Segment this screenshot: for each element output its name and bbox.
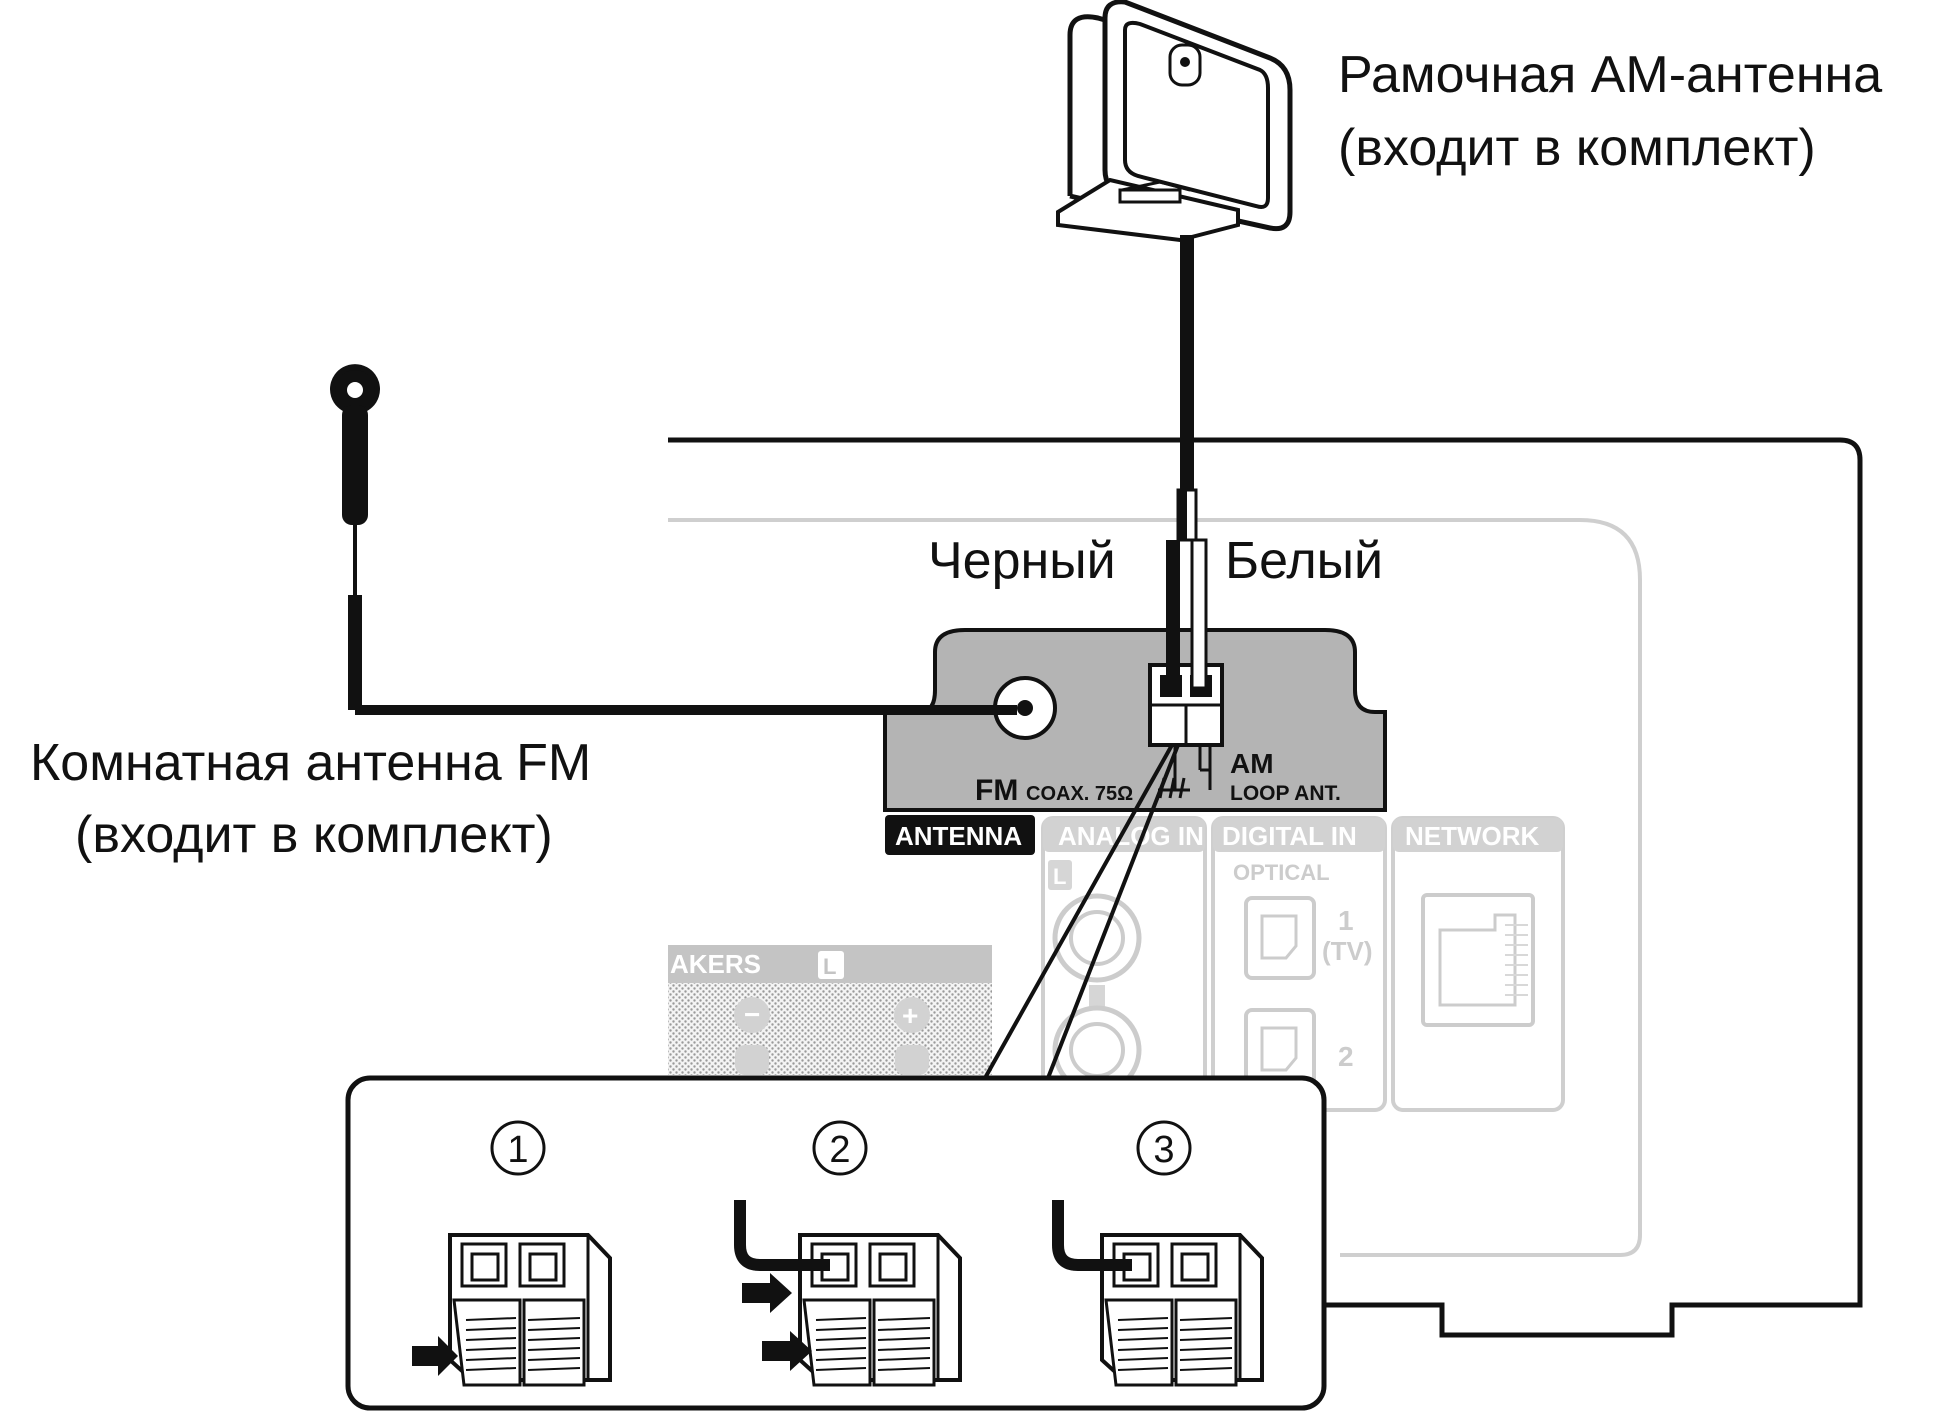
analog-in-label: ANALOG IN [1058, 821, 1204, 851]
step-3-wire [1052, 1200, 1132, 1271]
analog-l-label: L [1053, 864, 1066, 889]
am-loop-antenna [1056, 0, 1293, 690]
speakers-l-label: L [823, 954, 836, 979]
callout-lines [983, 744, 1180, 1079]
fm-label: FM [975, 774, 1018, 807]
step-1-number: 1 [507, 1129, 528, 1171]
fm-antenna [330, 364, 1017, 715]
step-2-push-arrow [762, 1331, 812, 1371]
step-3-number: 3 [1153, 1129, 1174, 1171]
step-2-number: 2 [829, 1129, 850, 1171]
optical-2-label: 2 [1338, 1041, 1354, 1072]
white-wire-label: Белый [1225, 532, 1383, 590]
step-2-insert-arrow [742, 1273, 792, 1313]
fm-antenna-label-line2: (входит в комплект) [75, 806, 553, 864]
rca-jack-top [1052, 893, 1142, 983]
optical-tv-label: (TV) [1322, 936, 1373, 966]
network-section: NETWORK [1391, 816, 1565, 1112]
am-label: AM [1230, 748, 1274, 779]
network-label: NETWORK [1405, 821, 1540, 851]
step-2: 2 [734, 1120, 962, 1387]
optical-label: OPTICAL [1233, 860, 1330, 885]
fm-coax-label: COAX. 75Ω [1026, 783, 1133, 805]
ethernet-port [1421, 893, 1535, 1027]
step-1-push-arrow [412, 1336, 458, 1376]
step-2-wire [734, 1200, 830, 1271]
antenna-panel: FM COAX. 75Ω AM LOOP ANT. ANTENNA [883, 628, 1387, 855]
step-2-terminal [798, 1233, 962, 1387]
am-loop-label: LOOP ANT. [1230, 782, 1341, 805]
am-antenna-label-line1: Рамочная АМ-антенна [1338, 46, 1882, 104]
digital-in-section: DIGITAL IN OPTICAL 1 (TV) 2 [1211, 816, 1387, 1112]
fm-antenna-label-line1: Комнатная антенна FM [30, 734, 591, 792]
speakers-label: AKERS [670, 949, 761, 979]
steps-box: 1 [345, 1075, 1327, 1411]
speaker-terminals-section: AKERS L − + [668, 945, 992, 1075]
speaker-minus: − [744, 999, 760, 1030]
step-1-terminal [448, 1233, 612, 1387]
am-antenna-label-line2: (входит в комплект) [1338, 119, 1816, 177]
speaker-plus: + [902, 1000, 918, 1031]
speaker-plus-terminal [894, 997, 930, 1033]
black-wire-label: Черный [928, 532, 1116, 590]
receiver-rear-panel [668, 437, 1863, 1338]
step-1: 1 [412, 1120, 612, 1387]
optical-port-1 [1244, 896, 1316, 980]
digital-in-label: DIGITAL IN [1222, 821, 1357, 851]
step-3-terminal [1100, 1233, 1264, 1387]
antenna-label: ANTENNA [895, 821, 1022, 851]
analog-in-section: ANALOG IN L [1041, 816, 1207, 1112]
step-3: 3 [1052, 1120, 1264, 1387]
speaker-minus-terminal [734, 997, 770, 1033]
optical-1-label: 1 [1338, 905, 1354, 936]
